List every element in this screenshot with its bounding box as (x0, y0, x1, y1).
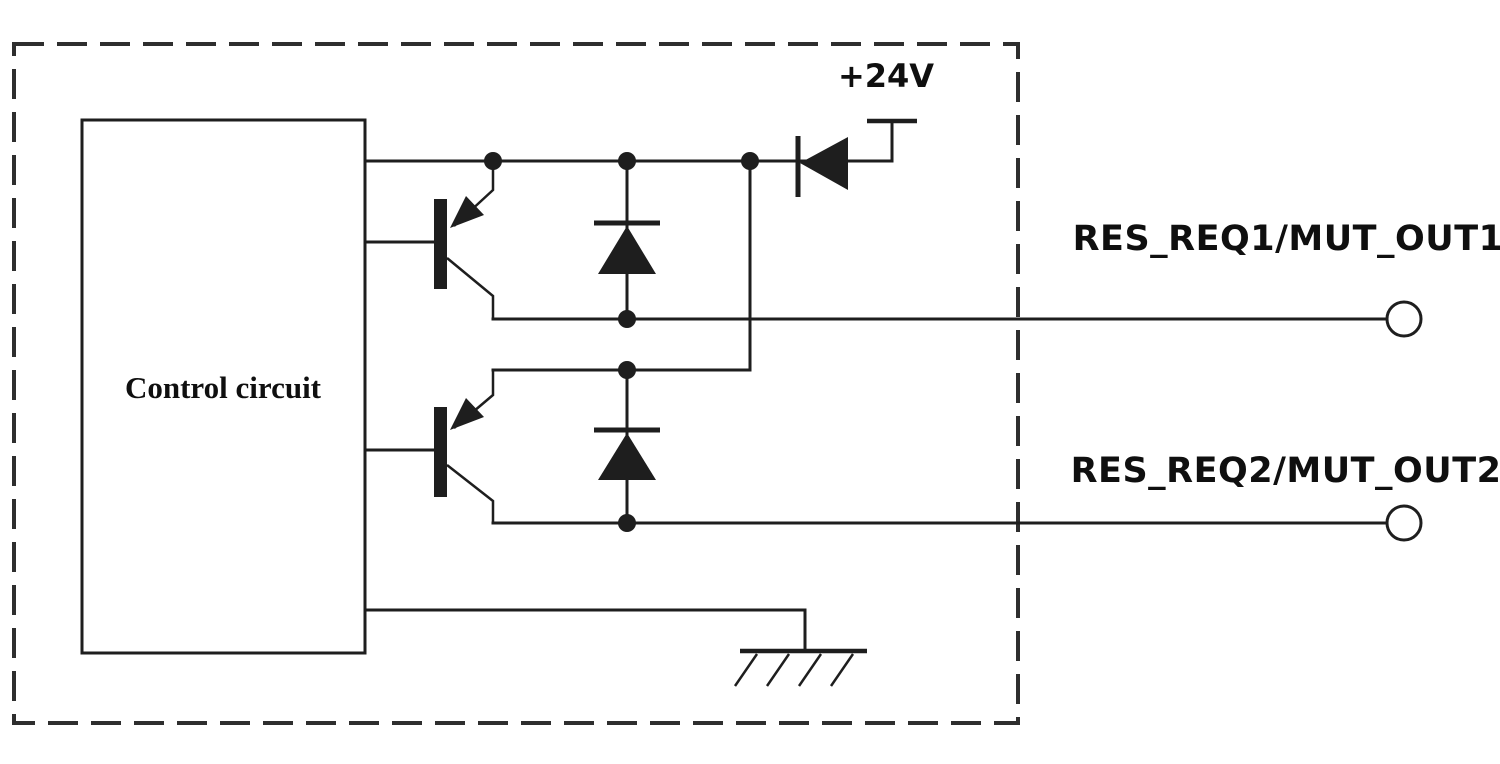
output-terminal-1-icon (1385, 300, 1423, 338)
ground-symbol (733, 648, 867, 687)
ground-hatch-4 (829, 653, 855, 687)
ground-hatch-3 (797, 653, 823, 687)
pnp-transistor-1 (434, 161, 495, 319)
output-2-label: RES_REQ2/MUT_OUT2 (1071, 451, 1500, 491)
transistor-2-base-bar (434, 407, 447, 497)
transistor-2-emitter-arrow-icon (450, 398, 484, 430)
pnp-transistor-2 (434, 370, 495, 523)
reverse-blocking-diode (795, 136, 848, 197)
clamp-diode-2-triangle-icon (598, 433, 656, 480)
series-diode-triangle-icon (800, 137, 848, 190)
junction-dot (618, 152, 636, 170)
ground-hatch-2 (765, 653, 791, 687)
output-terminal-2-icon (1385, 504, 1423, 542)
ground-wire (363, 608, 807, 653)
junction-dot (484, 152, 502, 170)
stage2-supply-branch-wire (491, 159, 752, 372)
output-1: RES_REQ1/MUT_OUT1 (1073, 219, 1500, 338)
transistor-1-base-bar (434, 199, 447, 289)
clamp-diode-2 (594, 427, 660, 480)
output-2: RES_REQ2/MUT_OUT2 (1071, 451, 1500, 542)
device-boundary-dashed-border (12, 42, 1020, 725)
junction-dot (618, 310, 636, 328)
junction-dot (741, 152, 759, 170)
control-circuit-box (80, 118, 367, 655)
supply-voltage-label: +24V (838, 57, 934, 95)
transistor-1-emitter-arrow-icon (450, 196, 484, 228)
junction-dot (618, 361, 636, 379)
control-circuit: Control circuit (80, 118, 367, 655)
transistor-1-collector-wire (446, 257, 495, 319)
control-circuit-label: Control circuit (125, 370, 322, 405)
ground-hatch-1 (733, 653, 759, 687)
supply-terminal-24v: +24V (838, 57, 934, 163)
output-1-label: RES_REQ1/MUT_OUT1 (1073, 219, 1500, 259)
junction-dot (618, 514, 636, 532)
junction-dots (484, 152, 759, 532)
wires (363, 159, 1389, 653)
transistor-2-collector-wire (446, 464, 495, 523)
clamp-diode-1 (594, 220, 660, 274)
clamp-diode-1-triangle-icon (598, 226, 656, 274)
